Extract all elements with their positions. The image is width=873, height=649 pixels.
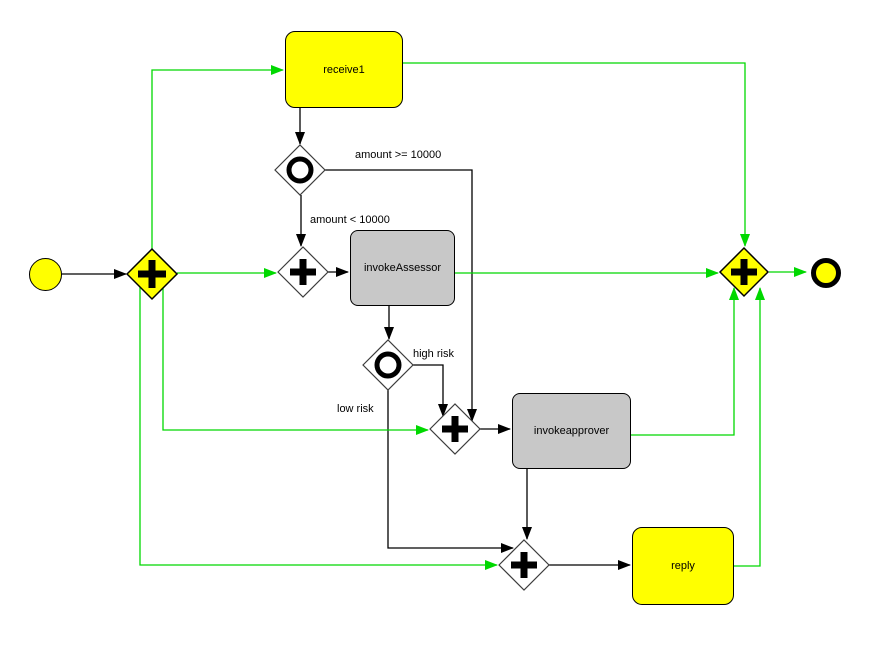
flow-low-risk-to-reply-join[interactable] (387, 390, 514, 553)
link-fork-to-receive1[interactable] (151, 65, 284, 250)
task-reply-label: reply (671, 560, 695, 572)
flow-high-risk-to-approver-join[interactable] (413, 364, 448, 417)
exclusive-gateway-icon (286, 156, 314, 184)
exclusive-gateway-icon (374, 351, 402, 379)
link-invokeapprover-to-end-join[interactable] (631, 287, 739, 436)
link-fork-to-reply-join[interactable] (139, 287, 498, 570)
task-invokeAssessor[interactable]: invokeAssessor (350, 230, 455, 306)
task-invokeapprover[interactable]: invokeapprover (512, 393, 631, 469)
parallel-gateway-icon (442, 416, 468, 442)
task-receive1[interactable]: receive1 (285, 31, 403, 108)
parallel-gateway-icon (290, 259, 316, 285)
gateway-exclusive-amount[interactable] (274, 144, 326, 196)
gateway-parallel-end-join[interactable] (718, 246, 770, 298)
task-receive1-label: receive1 (323, 63, 365, 76)
flow-amount-gte-to-approver-join[interactable] (325, 169, 477, 422)
label-amount-gte: amount >= 10000 (355, 149, 442, 161)
task-invokeAssessor-label: invokeAssessor (363, 262, 442, 274)
label-amount-lt: amount < 10000 (310, 214, 390, 226)
parallel-gateway-icon (731, 259, 757, 285)
task-reply[interactable]: reply (632, 527, 734, 605)
gateway-join-reply[interactable] (498, 539, 550, 591)
parallel-gateway-icon (138, 260, 166, 288)
link-receive1-to-end-join[interactable] (403, 62, 750, 247)
gateway-join-approver[interactable] (429, 403, 481, 455)
task-invokeapprover-label: invokeapprover (533, 425, 610, 437)
gateway-join-assessor[interactable] (277, 246, 329, 298)
link-fork-to-approver-join[interactable] (162, 287, 429, 435)
gateway-parallel-fork[interactable] (125, 247, 179, 301)
start-event[interactable] (29, 258, 62, 291)
label-high-risk: high risk (413, 348, 454, 360)
parallel-gateway-icon (511, 552, 537, 578)
link-reply-to-end-join[interactable] (734, 287, 765, 567)
label-low-risk: low risk (337, 403, 374, 415)
gateway-exclusive-risk[interactable] (362, 339, 414, 391)
end-event[interactable] (811, 258, 841, 288)
